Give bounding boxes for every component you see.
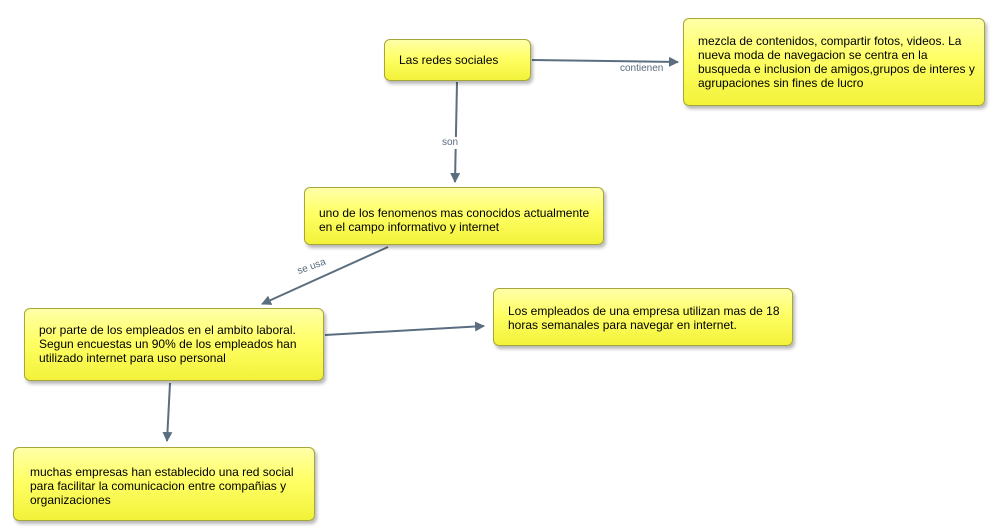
concept-empleados-laboral[interactable]: por parte de los empleados en el ambito … (24, 308, 324, 381)
concept-empresas-red-social[interactable]: muchas empresas han establecido una red … (13, 447, 315, 521)
connector-empleados-horas (324, 321, 485, 336)
concept-horas-semanales[interactable]: Los empleados de una empresa utilizan ma… (493, 288, 793, 346)
concept-redes-sociales[interactable]: Las redes sociales (384, 39, 531, 81)
connector-redes-contenidos (531, 56, 679, 67)
link-label-contienen: contienen (619, 63, 665, 75)
link-label-son: son (441, 137, 460, 149)
connector-empleados-empresas (162, 382, 173, 442)
connector-fenomenos-empleados (261, 246, 389, 305)
connector-redes-fenomenos (450, 81, 461, 183)
concept-fenomenos[interactable]: uno de los fenomenos mas conocidos actua… (304, 187, 604, 245)
concept-contenidos[interactable]: mezcla de contenidos, compartir fotos, v… (683, 18, 985, 106)
